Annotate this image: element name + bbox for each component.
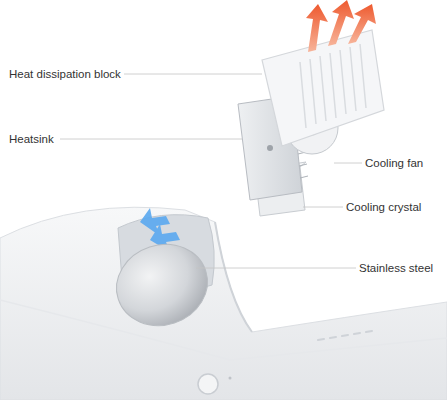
part-label: Heat dissipation block [9,67,121,81]
heat-arrows [306,0,376,52]
stainless-plate [106,233,218,338]
leader-lines [60,74,362,268]
indicator-dot [229,377,232,380]
part-label: Cooling fan [365,156,423,170]
band-seam [0,300,447,360]
part-label: Heatsink [9,132,54,146]
part-label: Cooling crystal [346,200,421,214]
vent-slots [318,331,372,340]
heat-dissipation-block [262,30,384,146]
heatsink-screw [267,145,273,151]
neckband-inner-edge [215,222,252,332]
grill-slots [300,44,366,128]
part-label: Stainless steel [359,261,433,275]
power-button [198,374,218,394]
neckband-body [0,207,447,400]
